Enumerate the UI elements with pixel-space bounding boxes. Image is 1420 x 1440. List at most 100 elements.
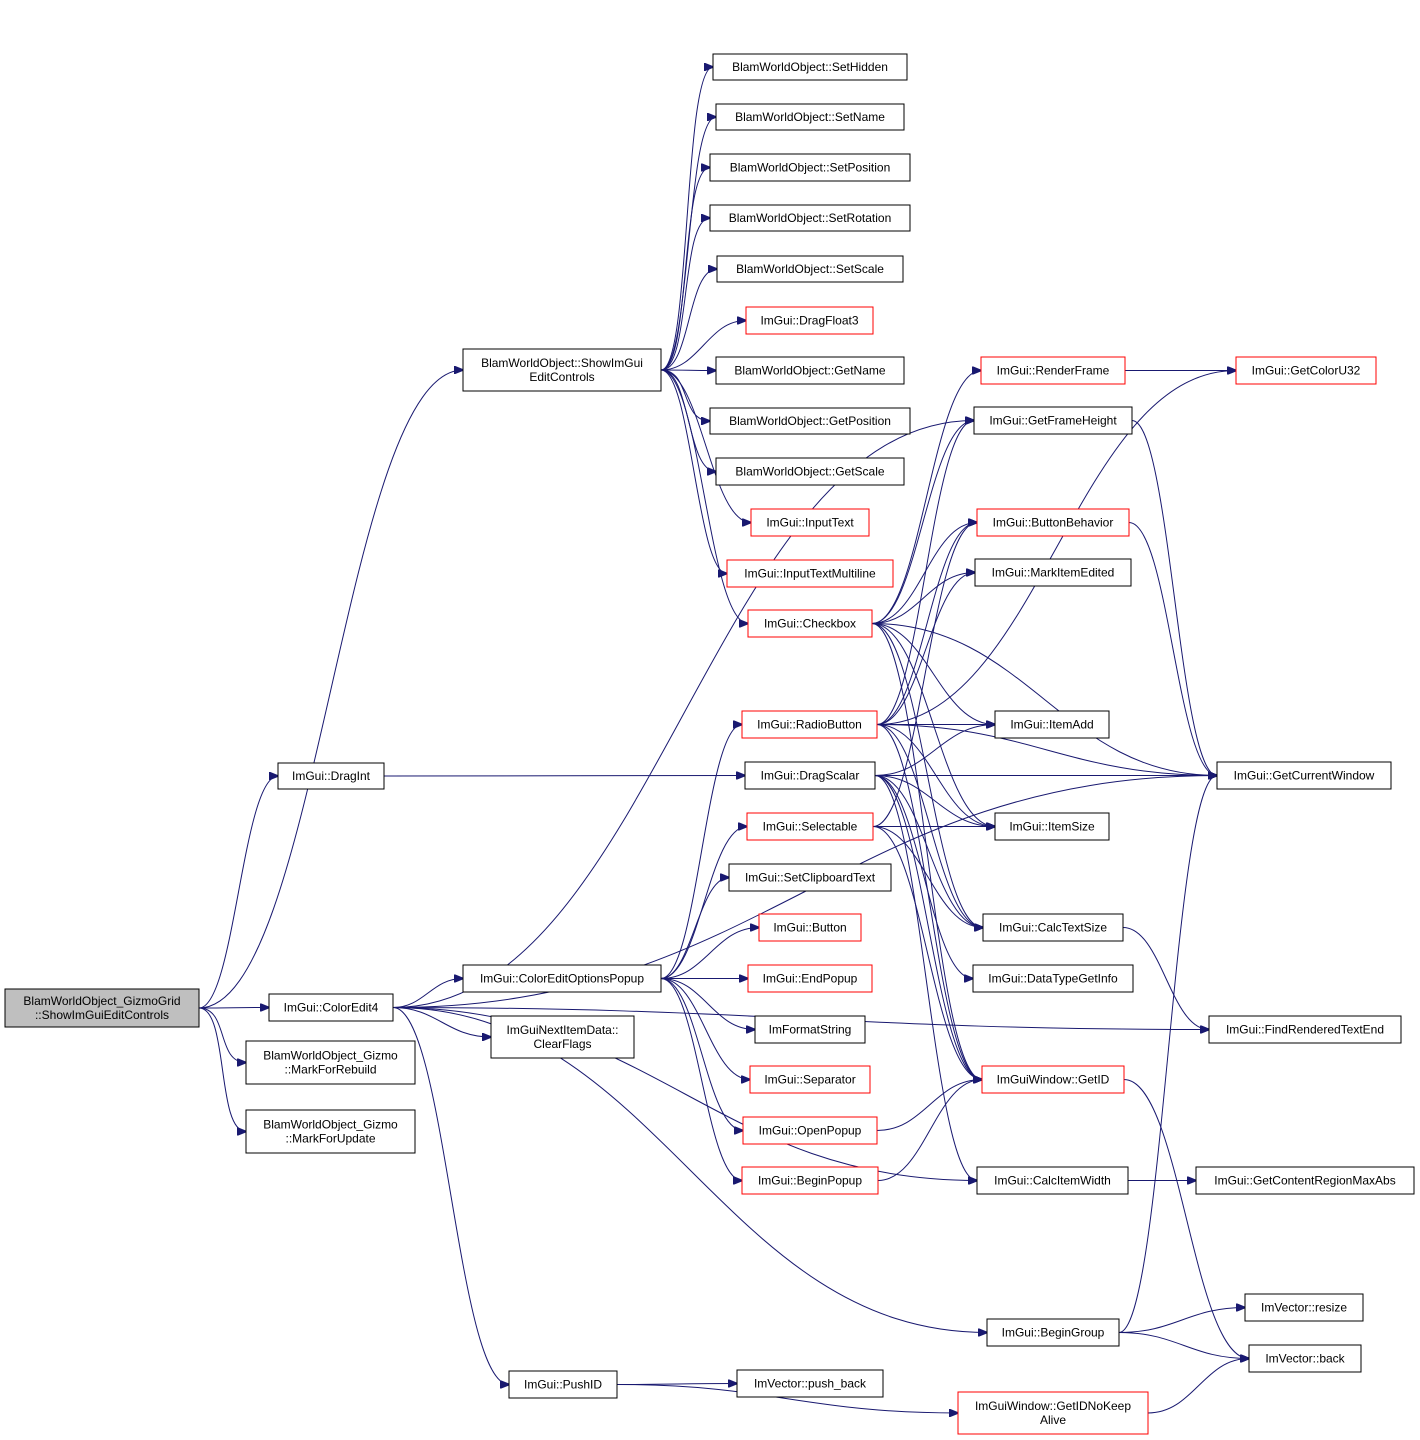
node-itemsize[interactable]: ImGui::ItemSize xyxy=(994,812,1110,841)
node-box[interactable] xyxy=(747,609,873,638)
node-box[interactable] xyxy=(4,988,200,1028)
node-coloreditopts[interactable]: ImGui::ColorEditOptionsPopup xyxy=(462,964,662,993)
node-box[interactable] xyxy=(1248,1344,1362,1373)
node-setname[interactable]: BlamWorldObject::SetName xyxy=(715,103,905,131)
node-box[interactable] xyxy=(976,1166,1129,1195)
node-imvresize[interactable]: ImVector::resize xyxy=(1244,1293,1364,1322)
node-box[interactable] xyxy=(715,457,905,486)
node-pushid[interactable]: ImGui::PushID xyxy=(508,1370,618,1399)
node-getscale[interactable]: BlamWorldObject::GetScale xyxy=(715,457,905,486)
node-box[interactable] xyxy=(709,204,911,232)
node-getposition[interactable]: BlamWorldObject::GetPosition xyxy=(709,407,911,435)
node-renderframe[interactable]: ImGui::RenderFrame xyxy=(980,356,1126,385)
node-box[interactable] xyxy=(972,964,1134,993)
node-openpopup[interactable]: ImGui::OpenPopup xyxy=(742,1116,878,1145)
node-box[interactable] xyxy=(746,812,874,841)
node-inputtext[interactable]: ImGui::InputText xyxy=(750,508,870,537)
node-box[interactable] xyxy=(462,348,662,392)
node-radiobutton[interactable]: ImGui::RadioButton xyxy=(741,710,878,739)
node-sethidden[interactable]: BlamWorldObject::SetHidden xyxy=(712,53,908,81)
node-box[interactable] xyxy=(277,762,385,790)
node-box[interactable] xyxy=(957,1391,1149,1435)
node-imvback[interactable]: ImVector::back xyxy=(1248,1344,1362,1373)
node-root[interactable]: BlamWorldObject_GizmoGrid::ShowImGuiEdit… xyxy=(4,988,200,1028)
node-getcurrentwindow[interactable]: ImGui::GetCurrentWindow xyxy=(1216,761,1392,790)
node-box[interactable] xyxy=(726,559,894,588)
node-box[interactable] xyxy=(741,710,878,739)
node-box[interactable] xyxy=(986,1318,1120,1347)
node-inputtextml[interactable]: ImGui::InputTextMultiline xyxy=(726,559,894,588)
node-box[interactable] xyxy=(974,558,1132,587)
node-box[interactable] xyxy=(1244,1293,1364,1322)
node-box[interactable] xyxy=(709,153,911,182)
node-box[interactable] xyxy=(747,964,873,993)
node-itemadd[interactable]: ImGui::ItemAdd xyxy=(994,710,1110,739)
node-dragscalar[interactable]: ImGui::DragScalar xyxy=(744,761,876,790)
node-box[interactable] xyxy=(973,406,1133,435)
node-buttonbehavior[interactable]: ImGui::ButtonBehavior xyxy=(976,508,1130,537)
node-button[interactable]: ImGui::Button xyxy=(758,913,862,942)
node-setrotation[interactable]: BlamWorldObject::SetRotation xyxy=(709,204,911,232)
node-box[interactable] xyxy=(754,1015,866,1044)
node-box[interactable] xyxy=(758,913,862,942)
node-getname[interactable]: BlamWorldObject::GetName xyxy=(715,356,905,385)
node-box[interactable] xyxy=(749,1065,871,1094)
node-box[interactable] xyxy=(728,863,892,892)
node-calcitemwidth[interactable]: ImGui::CalcItemWidth xyxy=(976,1166,1129,1195)
node-dragfloat3[interactable]: ImGui::DragFloat3 xyxy=(745,306,874,335)
node-setclipboard[interactable]: ImGui::SetClipboardText xyxy=(728,863,892,892)
node-coloredit4[interactable]: ImGui::ColorEdit4 xyxy=(268,993,394,1022)
node-pushback[interactable]: ImVector::push_back xyxy=(736,1369,884,1398)
node-markrebuild[interactable]: BlamWorldObject_Gizmo::MarkForRebuild xyxy=(245,1040,416,1085)
node-nextitemdata[interactable]: ImGuiNextItemData::ClearFlags xyxy=(490,1015,635,1059)
node-setscale[interactable]: BlamWorldObject::SetScale xyxy=(716,255,904,283)
node-box[interactable] xyxy=(1235,356,1377,385)
node-box[interactable] xyxy=(712,53,908,81)
node-box[interactable] xyxy=(742,1116,878,1145)
node-endpopup[interactable]: ImGui::EndPopup xyxy=(747,964,873,993)
node-box[interactable] xyxy=(715,103,905,131)
node-getcontentregion[interactable]: ImGui::GetContentRegionMaxAbs xyxy=(1195,1166,1415,1195)
node-box[interactable] xyxy=(745,306,874,335)
node-getid[interactable]: ImGuiWindow::GetID xyxy=(981,1065,1125,1094)
node-box[interactable] xyxy=(976,508,1130,537)
node-imformatstring[interactable]: ImFormatString xyxy=(754,1015,866,1044)
node-box[interactable] xyxy=(982,913,1124,942)
node-box[interactable] xyxy=(1216,761,1392,790)
node-box[interactable] xyxy=(736,1369,884,1398)
node-box[interactable] xyxy=(245,1109,416,1154)
node-markupdate[interactable]: BlamWorldObject_Gizmo::MarkForUpdate xyxy=(245,1109,416,1154)
node-box[interactable] xyxy=(709,407,911,435)
node-bwo_showedit[interactable]: BlamWorldObject::ShowImGuiEditControls xyxy=(462,348,662,392)
node-box[interactable] xyxy=(462,964,662,993)
node-box[interactable] xyxy=(994,812,1110,841)
node-box[interactable] xyxy=(715,356,905,385)
node-begingroup[interactable]: ImGui::BeginGroup xyxy=(986,1318,1120,1347)
node-box[interactable] xyxy=(741,1166,879,1195)
node-box[interactable] xyxy=(1208,1015,1402,1044)
node-box[interactable] xyxy=(1195,1166,1415,1195)
node-checkbox[interactable]: ImGui::Checkbox xyxy=(747,609,873,638)
node-box[interactable] xyxy=(981,1065,1125,1094)
node-datatypegetinfo[interactable]: ImGui::DataTypeGetInfo xyxy=(972,964,1134,993)
node-box[interactable] xyxy=(994,710,1110,739)
node-findrendered[interactable]: ImGui::FindRenderedTextEnd xyxy=(1208,1015,1402,1044)
node-markitemedited[interactable]: ImGui::MarkItemEdited xyxy=(974,558,1132,587)
node-box[interactable] xyxy=(268,993,394,1022)
node-box[interactable] xyxy=(744,761,876,790)
node-box[interactable] xyxy=(245,1040,416,1085)
node-box[interactable] xyxy=(490,1015,635,1059)
node-selectable[interactable]: ImGui::Selectable xyxy=(746,812,874,841)
node-beginpopup[interactable]: ImGui::BeginPopup xyxy=(741,1166,879,1195)
node-getframeheight[interactable]: ImGui::GetFrameHeight xyxy=(973,406,1133,435)
node-box[interactable] xyxy=(716,255,904,283)
node-setposition[interactable]: BlamWorldObject::SetPosition xyxy=(709,153,911,182)
node-calctextsize[interactable]: ImGui::CalcTextSize xyxy=(982,913,1124,942)
node-separator[interactable]: ImGui::Separator xyxy=(749,1065,871,1094)
node-draglnt[interactable]: ImGui::DragInt xyxy=(277,762,385,790)
node-box[interactable] xyxy=(980,356,1126,385)
node-box[interactable] xyxy=(508,1370,618,1399)
node-box[interactable] xyxy=(750,508,870,537)
node-getcoloru32[interactable]: ImGui::GetColorU32 xyxy=(1235,356,1377,385)
